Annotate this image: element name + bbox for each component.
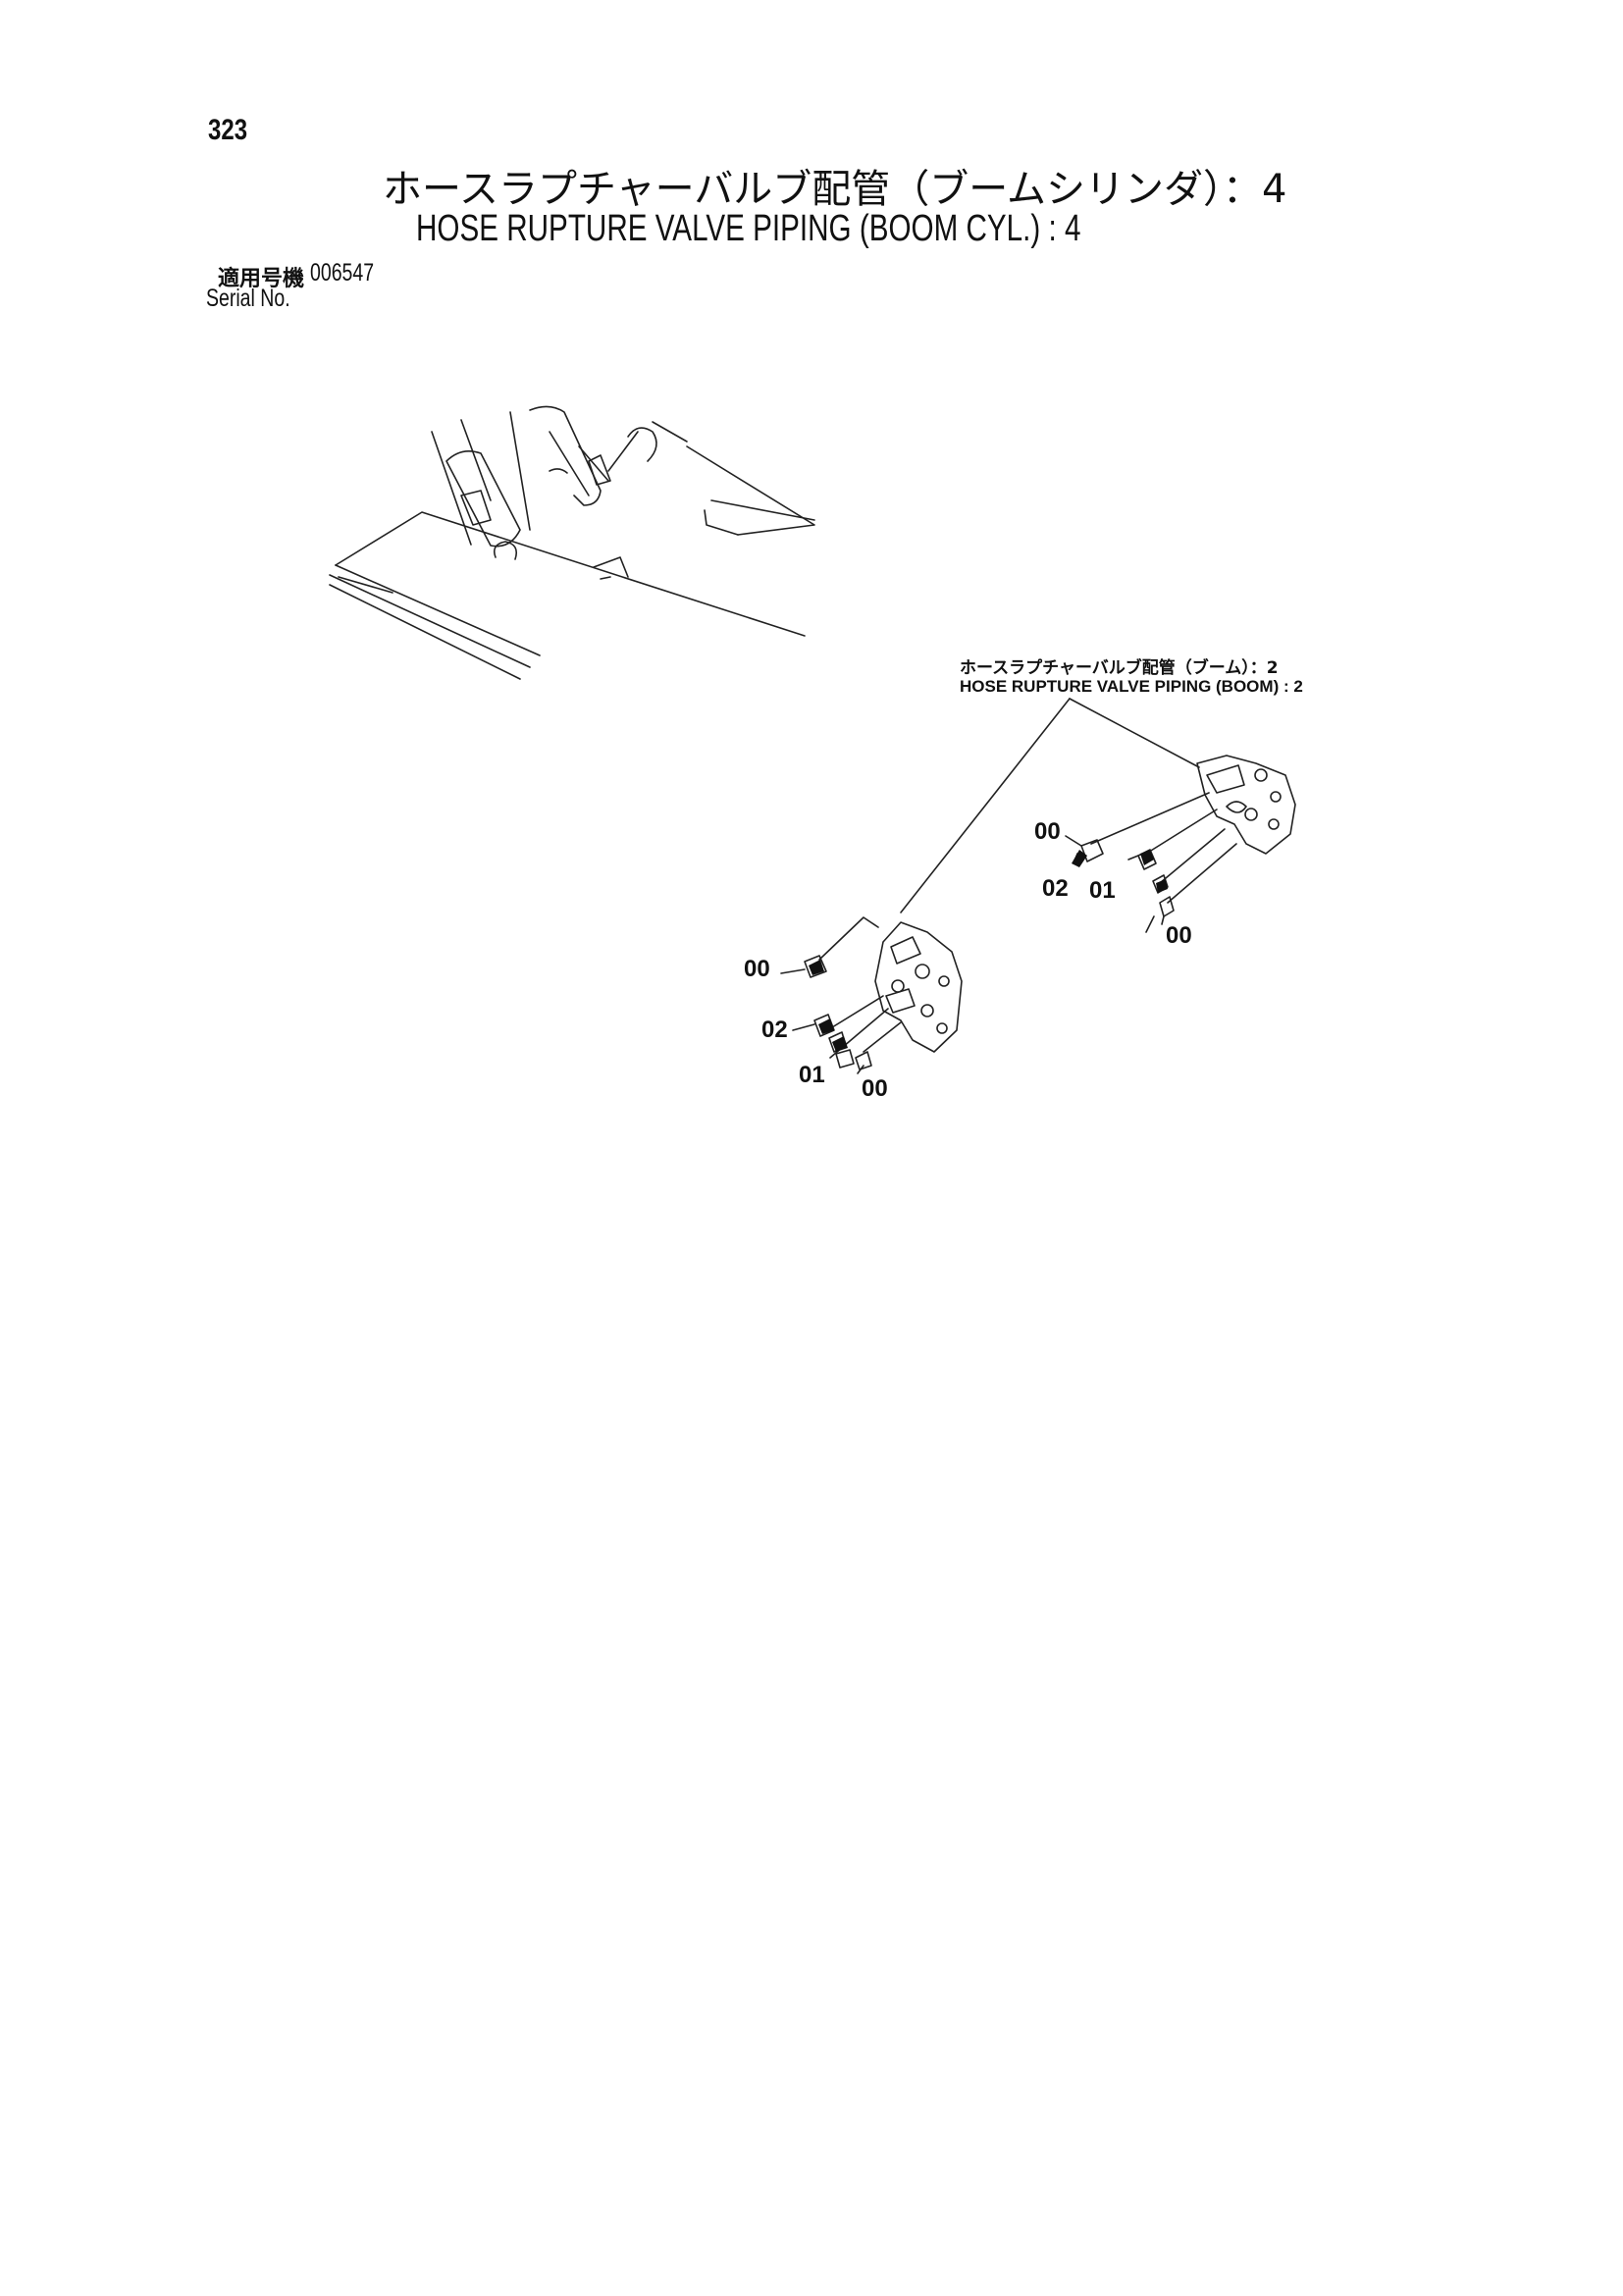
leader-left-02	[792, 1023, 815, 1031]
leader-right-top	[1065, 835, 1082, 847]
page-number: 323	[208, 114, 248, 146]
part-number-label: 00	[1034, 818, 1061, 845]
leader-left-top	[780, 968, 806, 974]
page-title-japanese: ホースラプチャーバルブ配管（ブームシリンダ）：4	[383, 167, 1287, 212]
serial-label-english: Serial No.	[206, 285, 290, 312]
part-number-label: 00	[744, 956, 770, 982]
callout-title-japanese: ホースラプチャーバルブ配管（ブーム）：2	[960, 658, 1279, 678]
leader-right-bottom	[1161, 915, 1165, 925]
leader-left-bottom	[857, 1065, 864, 1074]
part-number-label: 02	[761, 1017, 788, 1043]
callout-leader-right	[1069, 698, 1200, 768]
callout-leader-left	[900, 698, 1071, 913]
serial-label-japanese: 適用号機	[218, 267, 305, 291]
callout-title-english: HOSE RUPTURE VALVE PIPING (BOOM) : 2	[960, 677, 1303, 696]
boom-cylinders-drawing	[431, 405, 688, 560]
left-valve-assembly	[804, 916, 963, 1070]
part-number-label: 00	[862, 1075, 888, 1102]
part-number-label: 00	[1166, 922, 1192, 949]
part-number-label: 01	[1089, 877, 1116, 904]
page-title-english: HOSE RUPTURE VALVE PIPING (BOOM CYL.) : …	[416, 208, 1081, 249]
part-number-label: 01	[799, 1062, 825, 1088]
leader-right-01	[1127, 855, 1139, 861]
machine-frame-drawing	[329, 445, 815, 680]
part-number-label: 02	[1042, 875, 1069, 902]
right-valve-assembly	[1073, 755, 1296, 933]
serial-number-value: 006547	[310, 259, 375, 287]
